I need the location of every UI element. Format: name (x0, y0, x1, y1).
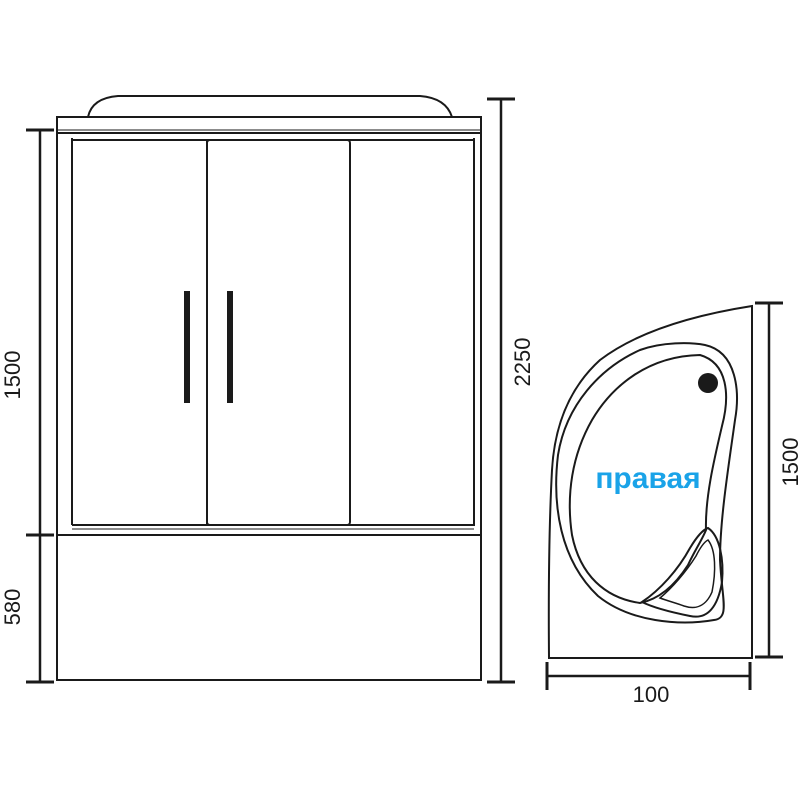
front-elevation (56, 95, 482, 681)
cabin-roof-dome (87, 95, 453, 118)
door-handle-left (184, 291, 190, 403)
plan-width-label: 100 (633, 682, 670, 707)
dimension-plan-width (545, 662, 752, 690)
dimension-total-height (487, 97, 515, 684)
cabin-top-rail (56, 116, 482, 134)
tub-height-label: 580 (0, 589, 25, 626)
tub-orientation-label: правая (595, 462, 700, 495)
tub-foot-well (640, 526, 724, 618)
dimension-tub-height (26, 535, 54, 684)
tub-drain (698, 373, 718, 393)
tub-bowl (568, 353, 728, 605)
cabin-height-label: 1500 (0, 351, 25, 400)
tub-inner-rim (555, 342, 738, 624)
dimension-plan-depth (755, 301, 783, 659)
plan-view (547, 304, 753, 659)
bathtub-apron (56, 534, 482, 681)
glass-panel-right (350, 139, 475, 526)
total-height-label: 2250 (510, 338, 535, 387)
plan-depth-label: 1500 (778, 438, 800, 487)
door-handle-right (227, 291, 233, 403)
dimension-cabin-height (26, 128, 54, 537)
tub-outline (547, 304, 753, 659)
